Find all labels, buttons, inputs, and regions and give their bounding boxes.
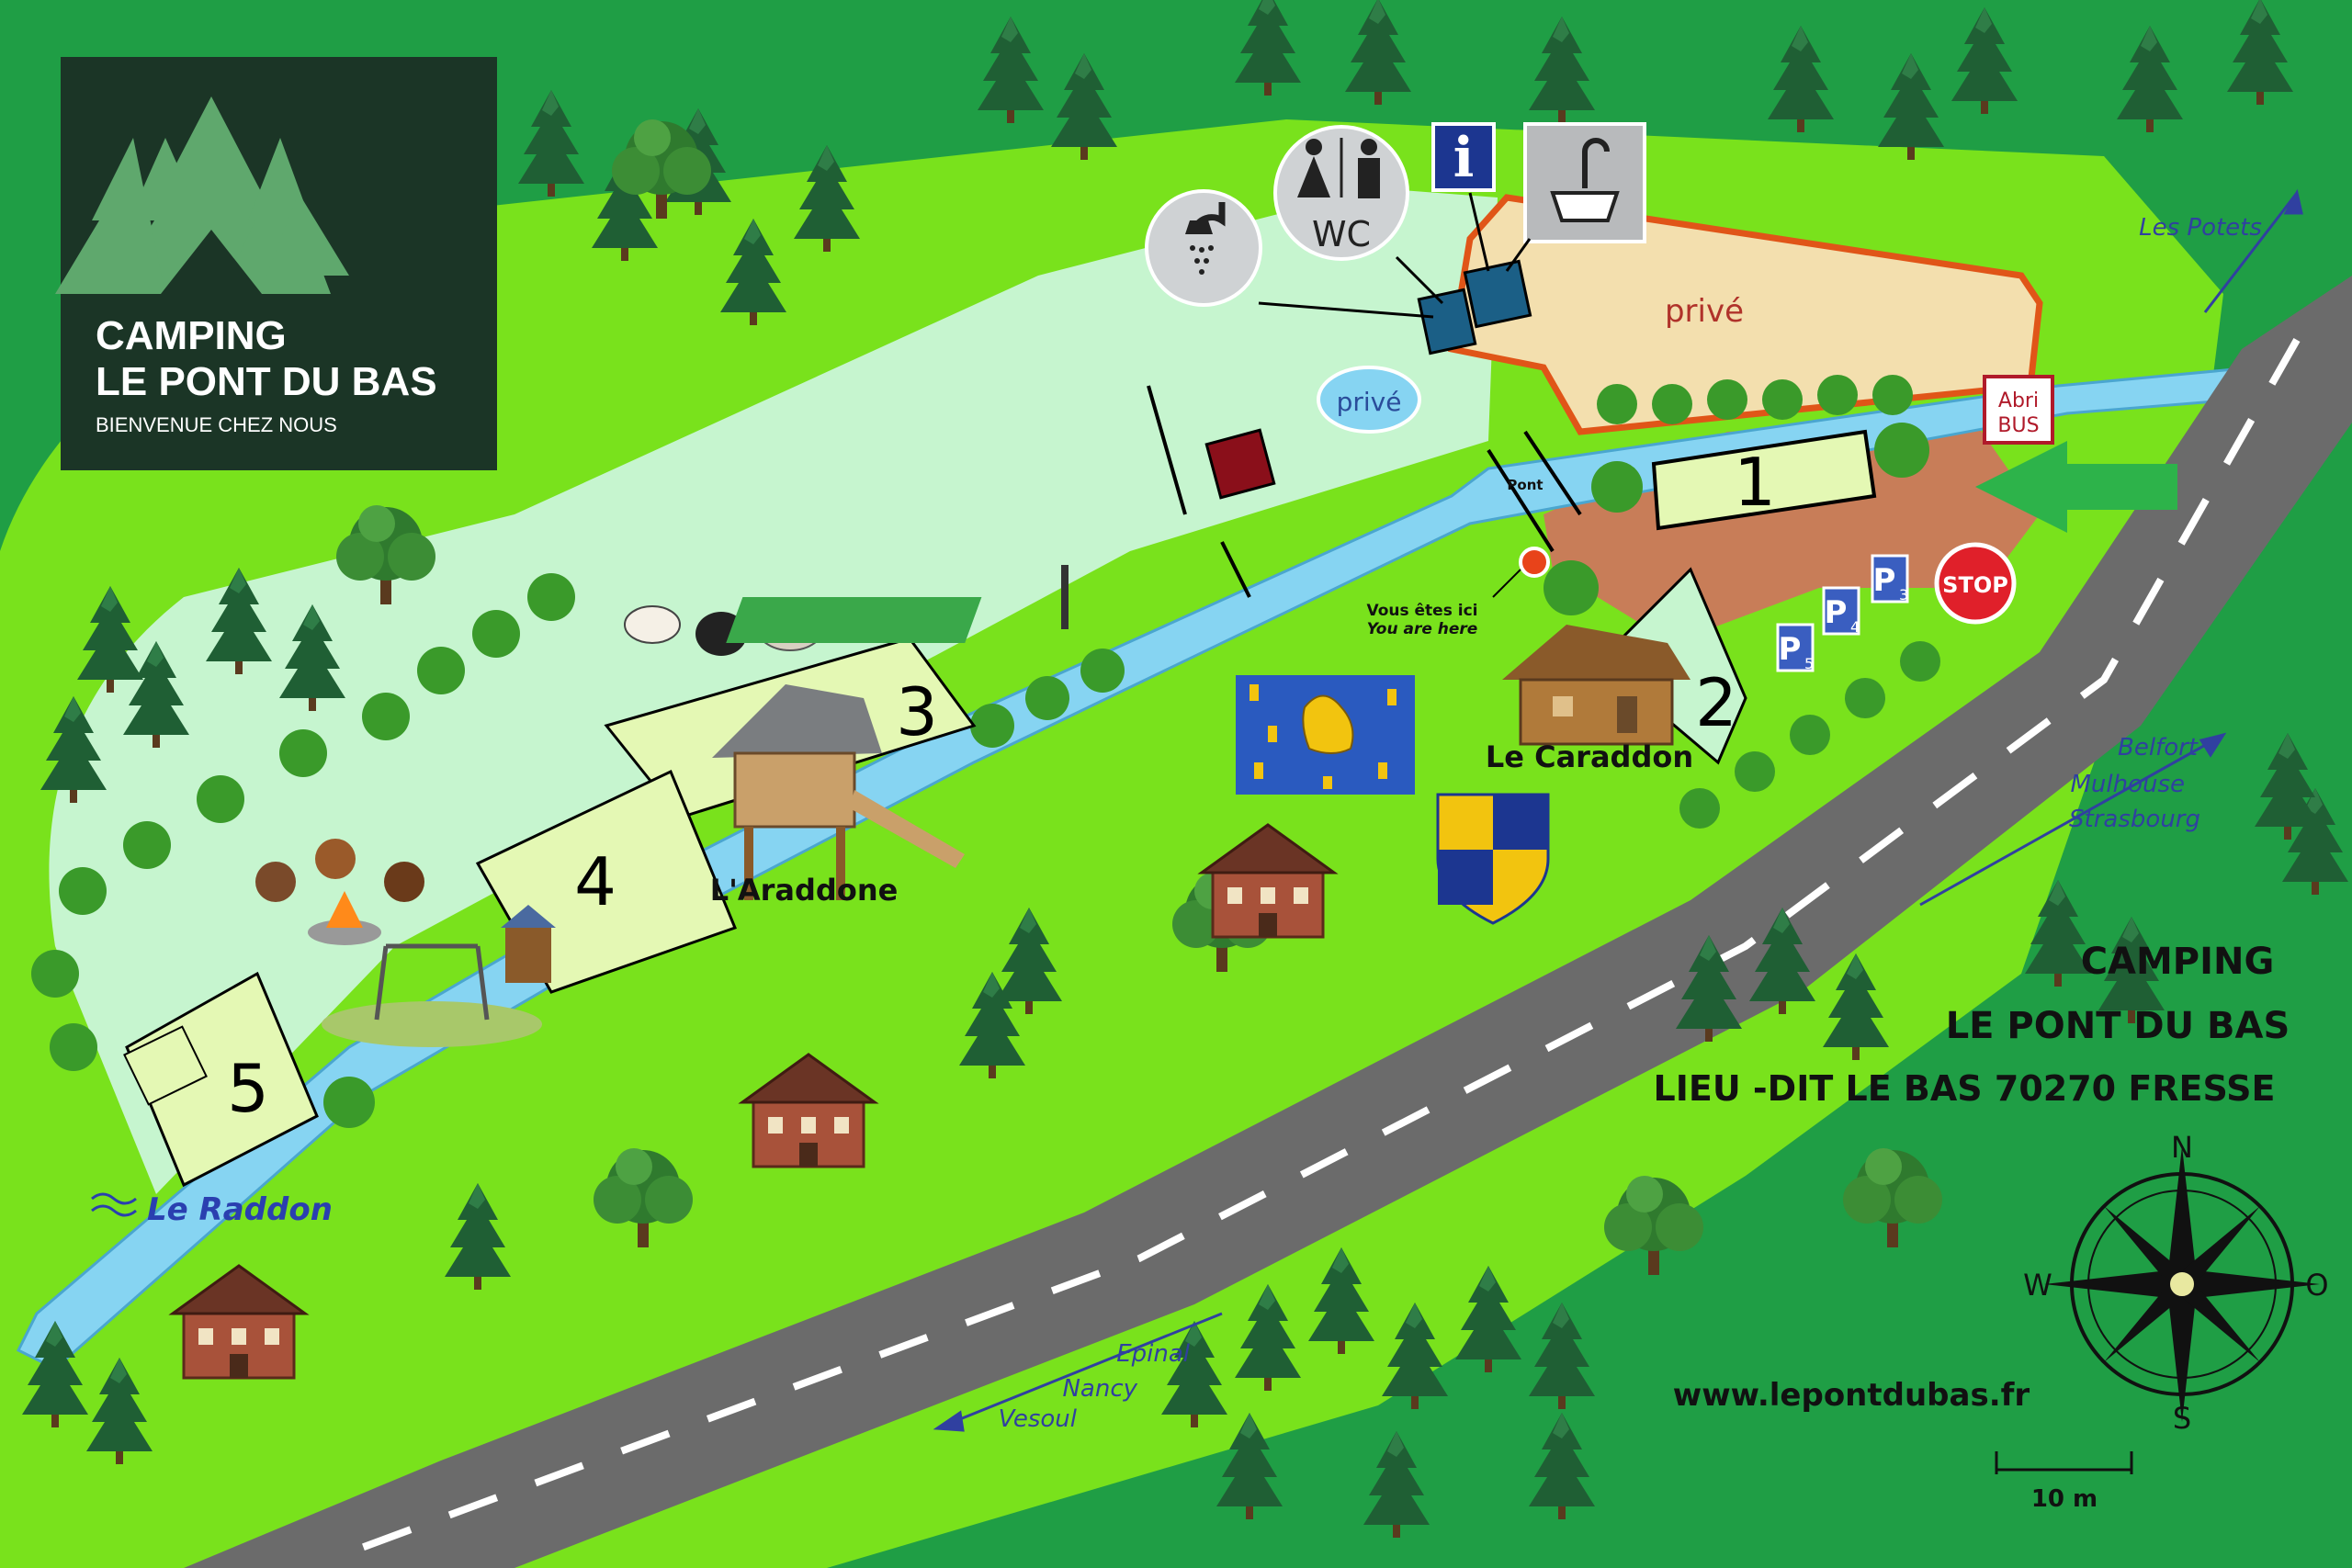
- private-pool: [1317, 366, 1421, 434]
- direction-mulhouse: Mulhouse: [2070, 771, 2185, 798]
- compass-rose-icon: [2044, 1146, 2320, 1422]
- website-url[interactable]: www.lepontdubas.fr: [1673, 1377, 2030, 1414]
- private-zone: [1447, 194, 2043, 435]
- municipal-coat-of-arms: [1436, 793, 1550, 925]
- private-zone-label: privé: [1665, 293, 1744, 330]
- logo-title-line1: CAMPING: [96, 313, 287, 358]
- you-are-here-fr: Vous êtes ici: [1366, 602, 1477, 620]
- address-line3: LIEU -DIT LE BAS 70270 FRESSE: [1654, 1068, 2276, 1109]
- building-block-2: [1463, 259, 1532, 329]
- info-icon[interactable]: i: [1431, 122, 1496, 192]
- compass-e: O: [2305, 1268, 2328, 1303]
- svg-text:4: 4: [1850, 618, 1860, 636]
- badminton-court: [726, 597, 982, 643]
- compass-n: N: [2171, 1130, 2193, 1165]
- direction-belfort: Belfort: [2118, 734, 2199, 761]
- hedges: [31, 375, 1940, 1128]
- address-line2: LE PONT DU BAS: [1946, 1005, 2290, 1047]
- bus-shelter-sign[interactable]: [1983, 375, 2054, 445]
- logo-title-line2: LE PONT DU BAS: [96, 359, 437, 404]
- shower-icon[interactable]: [1145, 189, 1262, 307]
- svg-text:5: 5: [1804, 655, 1814, 672]
- entrance-arrow: [1975, 441, 2177, 533]
- bridge-label: Pont: [1507, 477, 1543, 493]
- compass-s: S: [2173, 1401, 2191, 1436]
- regional-flag: [1236, 675, 1415, 795]
- bus-shelter-line2: BUS: [1997, 414, 2039, 437]
- treehouse-l-araddone[interactable]: [712, 684, 965, 900]
- campfire-and-playground: [255, 839, 556, 1047]
- pitch-number-3: 3: [896, 673, 938, 750]
- info-label: i: [1453, 126, 1475, 190]
- river-waves-icon: [91, 1192, 137, 1217]
- sink-icon[interactable]: [1523, 122, 1646, 243]
- direction-nancy: Nancy: [1062, 1375, 1137, 1403]
- svg-text:P: P: [1825, 594, 1848, 631]
- pitch-dividers: [1147, 385, 1582, 598]
- private-pool-label: privé: [1337, 387, 1402, 417]
- pitch-number-2: 2: [1695, 664, 1737, 741]
- pitch-5-subplot: [123, 1025, 208, 1106]
- stop-sign-icon: STOP: [1934, 542, 2017, 625]
- svg-text:P: P: [1779, 631, 1802, 668]
- compass-w: W: [2023, 1268, 2052, 1303]
- direction-epinal: Epinal: [1116, 1340, 1191, 1368]
- you-are-here-en: You are here: [1367, 620, 1478, 638]
- direction-strasbourg: Strasbourg: [2069, 806, 2200, 833]
- pitch-5[interactable]: [125, 971, 319, 1188]
- address-line1: CAMPING: [2081, 941, 2275, 983]
- camping-logo: CAMPING LE PONT DU BAS BIENVENUE CHEZ NO…: [55, 57, 497, 470]
- logo-tagline: BIENVENUE CHEZ NOUS: [96, 413, 337, 436]
- building-block-1: [1417, 288, 1477, 355]
- wc-label: WC: [1312, 214, 1371, 254]
- badminton-net-post: [1061, 565, 1069, 629]
- direction-les-potets: Les Potets: [2139, 214, 2262, 242]
- pitch-number-1: 1: [1734, 444, 1776, 521]
- pitch-number-4: 4: [574, 843, 616, 920]
- bus-shelter-line1: Abri: [1998, 389, 2039, 412]
- pitch-1[interactable]: [1651, 429, 1877, 531]
- river-label: Le Raddon: [147, 1191, 333, 1228]
- caraddon-label: Le Caraddon: [1486, 739, 1693, 774]
- svg-text:STOP: STOP: [1942, 572, 2008, 598]
- pitch-number-5: 5: [227, 1050, 269, 1127]
- you-are-here-marker: [1492, 547, 1550, 598]
- direction-vesoul: Vesoul: [999, 1405, 1078, 1433]
- svg-text:3: 3: [1899, 586, 1908, 604]
- fire-point-marker: [1204, 428, 1276, 500]
- facility-pointer-lines: [1258, 192, 1532, 319]
- scale-bar: [1995, 1451, 2133, 1474]
- parking-icon[interactable]: P 5 P 4 P 3: [1776, 554, 1909, 672]
- scale-label: 10 m: [2031, 1485, 2098, 1513]
- svg-text:P: P: [1873, 562, 1896, 599]
- tree-logo-icon: [55, 96, 349, 294]
- wc-icon[interactable]: WC: [1273, 125, 1409, 261]
- araddone-label: L'Araddone: [710, 873, 899, 908]
- road-center-line: [347, 338, 2301, 1556]
- direction-arrows: [933, 188, 2303, 1432]
- cabin-le-caraddon[interactable]: [1502, 625, 1690, 746]
